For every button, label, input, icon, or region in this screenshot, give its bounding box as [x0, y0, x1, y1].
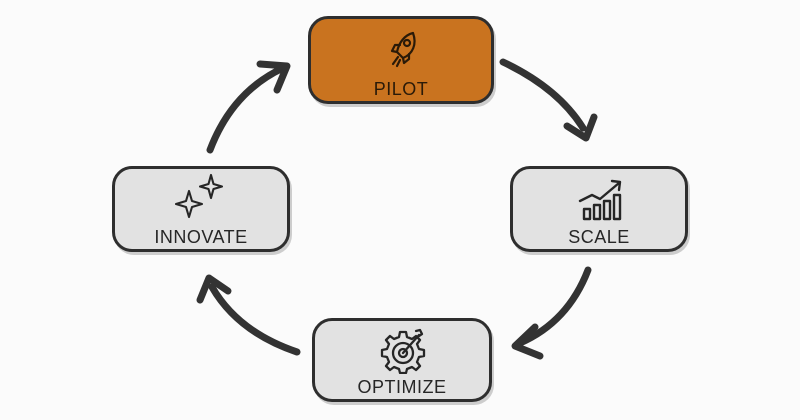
node-scale: SCALE: [510, 166, 688, 252]
node-scale-label: SCALE: [568, 227, 630, 247]
node-innovate-label: INNOVATE: [154, 227, 248, 247]
gear-target-icon: [380, 328, 426, 374]
node-optimize-label: OPTIMIZE: [357, 377, 447, 397]
arrow-optimize-to-innovate-head: [196, 274, 232, 304]
growth-chart-icon: [578, 179, 622, 221]
arrow-scale-to-optimize: [516, 266, 592, 347]
arrow-pilot-to-scale: [499, 58, 587, 132]
arrow-scale-to-optimize-head: [511, 323, 544, 360]
sparkle-icon: [174, 173, 224, 219]
arrow-pilot-to-scale-head: [563, 113, 598, 142]
rocket-icon: [390, 31, 416, 68]
node-optimize: OPTIMIZE: [312, 318, 492, 402]
node-innovate: INNOVATE: [112, 166, 290, 252]
node-pilot: PILOT: [308, 16, 494, 104]
arrow-innovate-to-pilot: [206, 64, 287, 154]
arrow-optimize-to-innovate: [208, 283, 301, 356]
arrow-innovate-to-pilot-head: [256, 60, 291, 94]
node-pilot-label: PILOT: [373, 79, 429, 99]
